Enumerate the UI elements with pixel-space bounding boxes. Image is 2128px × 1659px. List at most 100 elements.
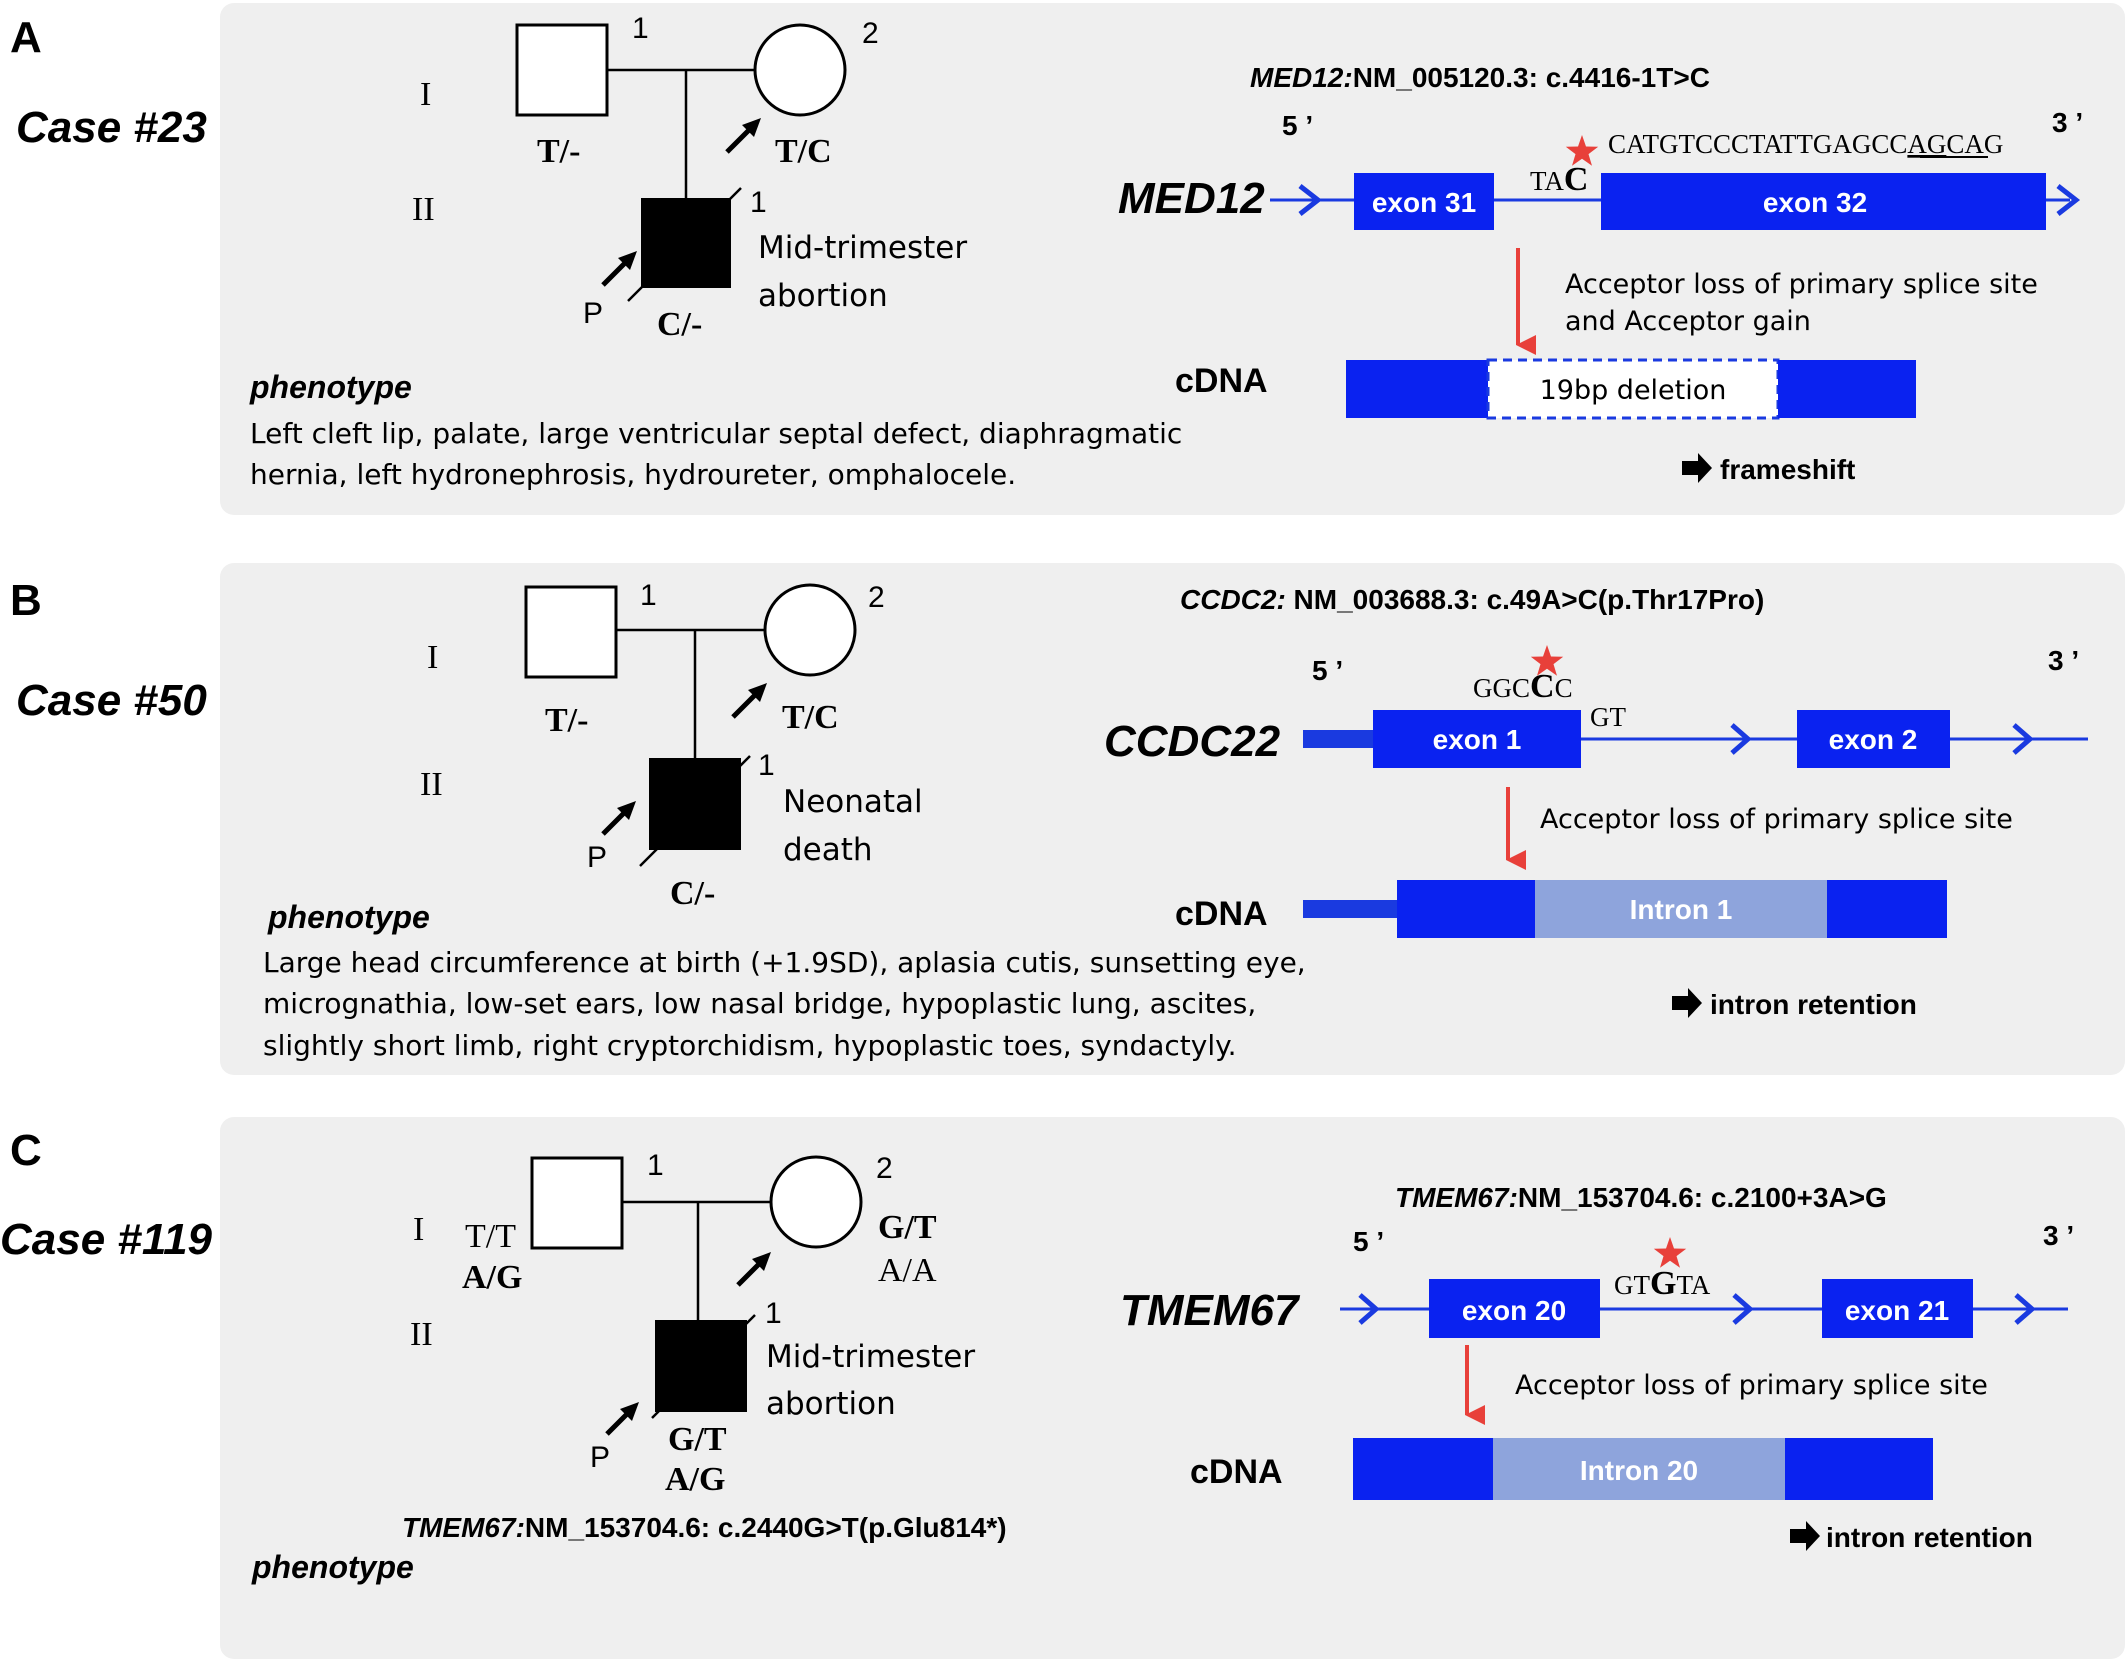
proband-marker: P xyxy=(587,841,607,874)
donor-sequence: GTGTA xyxy=(1614,1265,1711,1302)
exon-32-label: exon 32 xyxy=(1763,187,1867,218)
cdna-exon-left xyxy=(1353,1438,1493,1500)
direction-chevron-3 xyxy=(2014,1293,2036,1325)
panel-b-pedigree: I II 1 2 1 T/- T/C C/- P Neonatal death xyxy=(420,579,923,912)
mutation-star xyxy=(1530,645,1564,676)
proband-genotype-line-2: A/G xyxy=(665,1461,725,1498)
retained-intron-label: Intron 1 xyxy=(1630,894,1733,925)
proband-description-line-1: Mid-trimester xyxy=(766,1339,975,1375)
proband-square xyxy=(655,1320,747,1412)
mother-genotype: T/C xyxy=(782,699,839,736)
retained-intron-box xyxy=(1493,1438,1785,1500)
cdna-label: cDNA xyxy=(1190,1453,1283,1491)
cdna-exon-right xyxy=(1827,880,1947,938)
panel-c-background xyxy=(220,1117,2125,1659)
effect-note-line-2: and Acceptor gain xyxy=(1565,306,1811,337)
father-square xyxy=(515,23,609,117)
retained-intron-label: Intron 20 xyxy=(1580,1455,1698,1486)
panel-a-letter: A xyxy=(10,13,42,62)
phenotype-line-2: micrognathia, low-set ears, low nasal br… xyxy=(263,987,1256,1020)
mother-circle xyxy=(753,23,847,117)
variant-label: TMEM67:NM_153704.6: c.2100+3A>G xyxy=(1395,1182,1887,1213)
generation-label-2: II xyxy=(410,1316,433,1353)
proband-marker: P xyxy=(583,297,603,330)
acceptor-sequence: TAC xyxy=(1530,161,1588,198)
gene-name: CCDC22 xyxy=(1104,717,1281,766)
father-number: 1 xyxy=(632,12,649,45)
phenotype-line-3: slightly short limb, right cryptorchidis… xyxy=(263,1029,1237,1062)
three-prime-label: 3 ’ xyxy=(2043,1220,2074,1251)
father-number: 1 xyxy=(647,1149,664,1182)
proband-number: 1 xyxy=(750,186,767,219)
effect-note-line-1: Acceptor loss of primary splice site xyxy=(1565,269,2038,300)
father-genotype-line-2: A/G xyxy=(462,1259,522,1296)
phenotype-heading: phenotype xyxy=(249,369,412,405)
proband-genotype: C/- xyxy=(670,875,715,912)
proband-description-line-2: death xyxy=(783,832,873,868)
generation-label-1: I xyxy=(413,1211,424,1248)
outcome-label: intron retention xyxy=(1826,1522,2033,1553)
proband-number: 1 xyxy=(758,749,775,782)
direction-chevron-2 xyxy=(2056,184,2081,216)
phenotype-heading: phenotype xyxy=(251,1549,414,1585)
proband-description-line-2: abortion xyxy=(758,278,888,314)
exon-21-box xyxy=(1822,1279,1973,1338)
outcome-label: intron retention xyxy=(1710,989,1917,1020)
panel-a-gene-diagram: MED12:NM_005120.3: c.4416-1T>C 5 ’ 3 ’ M… xyxy=(1118,62,2083,485)
direction-chevron-1 xyxy=(1298,184,1323,216)
proband-description-line-1: Neonatal xyxy=(783,784,923,820)
generation-label-1: I xyxy=(420,76,431,113)
mother-circle xyxy=(763,583,857,677)
exon-1-box xyxy=(1373,710,1581,768)
proband-arrow-head xyxy=(620,1402,639,1421)
direction-chevron-2 xyxy=(2012,723,2034,755)
father-genotype: T/- xyxy=(545,702,588,739)
exon-2-label: exon 2 xyxy=(1829,724,1918,755)
cdna-label: cDNA xyxy=(1175,895,1268,933)
mother-genotype-line-1: G/T xyxy=(878,1209,937,1246)
proband-square xyxy=(649,758,741,850)
generation-label-2: II xyxy=(420,766,443,803)
mother-genotype: T/C xyxy=(775,133,832,170)
five-prime-label: 5 ’ xyxy=(1312,655,1343,686)
deletion-box xyxy=(1486,358,1780,420)
panel-a-case-label: Case #23 xyxy=(16,103,207,152)
exon-20-label: exon 20 xyxy=(1462,1295,1566,1326)
three-prime-label: 3 ’ xyxy=(2052,107,2083,138)
phenotype-line-2: hernia, left hydronephrosis, hydroureter… xyxy=(250,458,1016,491)
five-prime-label: 5 ’ xyxy=(1282,110,1313,141)
proband-arrow-head xyxy=(617,801,636,820)
panel-b-letter: B xyxy=(10,576,42,625)
deceased-slash xyxy=(627,187,742,302)
phenotype-line-1: Large head circumference at birth (+1.9S… xyxy=(263,946,1306,979)
exon-32-box xyxy=(1601,173,2046,230)
father-genotype-line-1: T/T xyxy=(465,1218,516,1255)
gene-name: MED12 xyxy=(1118,174,1265,223)
proband-genotype: C/- xyxy=(657,306,702,343)
exon-20-box xyxy=(1429,1279,1600,1338)
generation-label-1: I xyxy=(427,639,438,676)
panel-a: A Case #23 I II 1 2 1 T/- T/C C/- P Mid-… xyxy=(10,3,2125,515)
variant-label: CCDC2: NM_003688.3: c.49A>C(p.Thr17Pro) xyxy=(1180,584,1764,615)
variant-label: MED12:NM_005120.3: c.4416-1T>C xyxy=(1250,62,1710,93)
direction-chevron-1 xyxy=(1358,1293,1380,1325)
carrier-arrow-head xyxy=(742,118,761,137)
outcome-arrow-icon xyxy=(1682,453,1712,483)
mother-genotype-line-2: A/A xyxy=(878,1252,937,1289)
effect-note-line-1: Acceptor loss of primary splice site xyxy=(1515,1370,1988,1401)
gene-name: TMEM67 xyxy=(1120,1286,1301,1335)
proband-description-line-1: Mid-trimester xyxy=(758,230,967,266)
phenotype-line-1: Left cleft lip, palate, large ventricula… xyxy=(250,417,1182,450)
exon-start-sequence: CATGTCCCTATTGAGCCAGCAG xyxy=(1608,129,2003,159)
carrier-arrow-head xyxy=(748,683,767,702)
cdna-utr-bar xyxy=(1303,900,1399,918)
three-prime-label: 3 ’ xyxy=(2048,645,2079,676)
proband-description-line-2: abortion xyxy=(766,1386,896,1422)
cdna-exon-left xyxy=(1397,880,1535,938)
outcome-arrow-icon xyxy=(1672,988,1702,1018)
panel-c-gene-diagram: TMEM67:NM_153704.6: c.2100+3A>G 5 ’ 3 ’ … xyxy=(1120,1182,2074,1553)
exon-21-label: exon 21 xyxy=(1845,1295,1949,1326)
proband-marker: P xyxy=(590,1441,610,1474)
exon-2-box xyxy=(1797,710,1950,768)
